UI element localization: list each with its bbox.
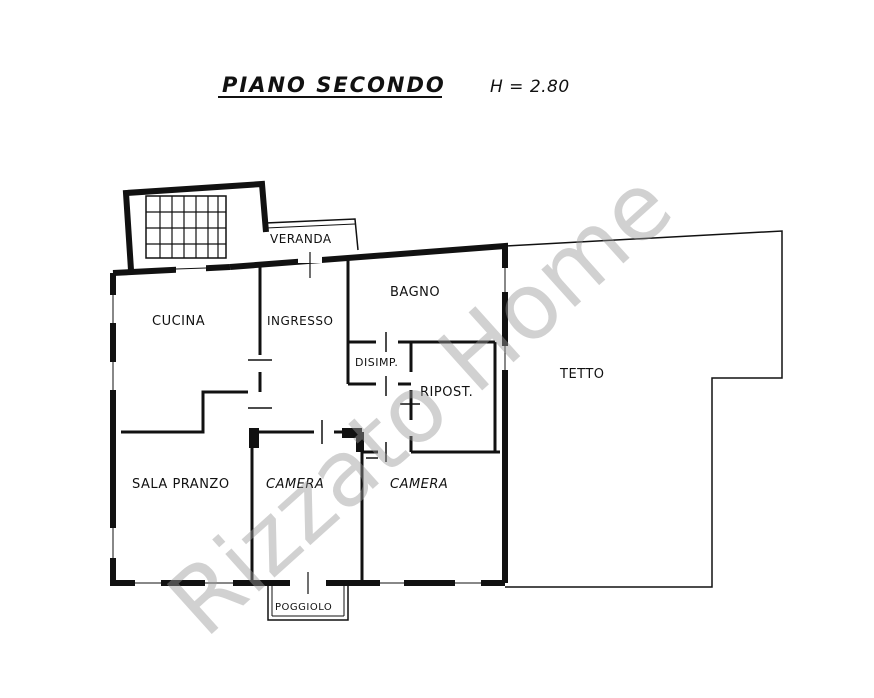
door-marks	[248, 332, 420, 462]
room-label-bagno: BAGNO	[390, 285, 440, 300]
room-label-ripostiglio: RIPOST.	[420, 385, 473, 400]
wall-stubs	[249, 428, 364, 452]
plan-title: PIANO SECONDO	[222, 73, 446, 97]
room-label-disimpegno: DISIMP.	[355, 356, 398, 369]
windows	[109, 252, 509, 587]
interior-walls	[121, 258, 500, 580]
room-label-ingresso: INGRESSO	[267, 314, 333, 328]
room-label-veranda: VERANDA	[270, 232, 332, 246]
room-label-camera-1: CAMERA	[266, 477, 324, 492]
height-note: H = 2.80	[490, 77, 570, 97]
room-label-poggiolo: POGGIOLO	[275, 602, 332, 613]
staircase	[122, 180, 269, 271]
poggiolo-outline	[267, 572, 349, 621]
room-label-sala-pranzo: SALA PRANZO	[132, 477, 230, 492]
room-label-tetto: TETTO	[559, 367, 605, 382]
room-label-camera-2: CAMERA	[390, 477, 448, 492]
veranda-outline	[265, 218, 359, 251]
room-label-cucina: CUCINA	[152, 314, 205, 329]
roof-outline	[504, 230, 783, 588]
